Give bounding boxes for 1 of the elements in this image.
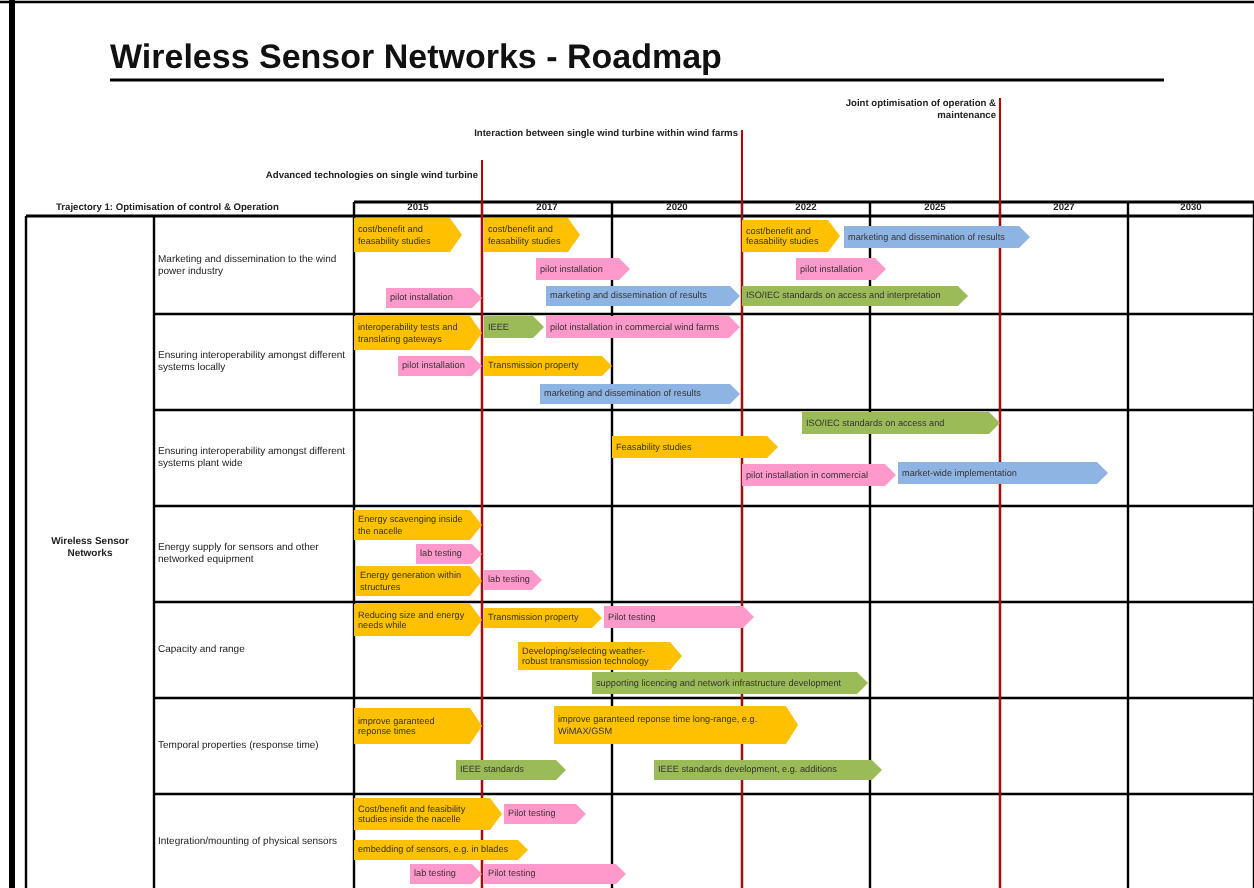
title: Wireless Sensor Networks - Roadmap: [110, 38, 722, 78]
